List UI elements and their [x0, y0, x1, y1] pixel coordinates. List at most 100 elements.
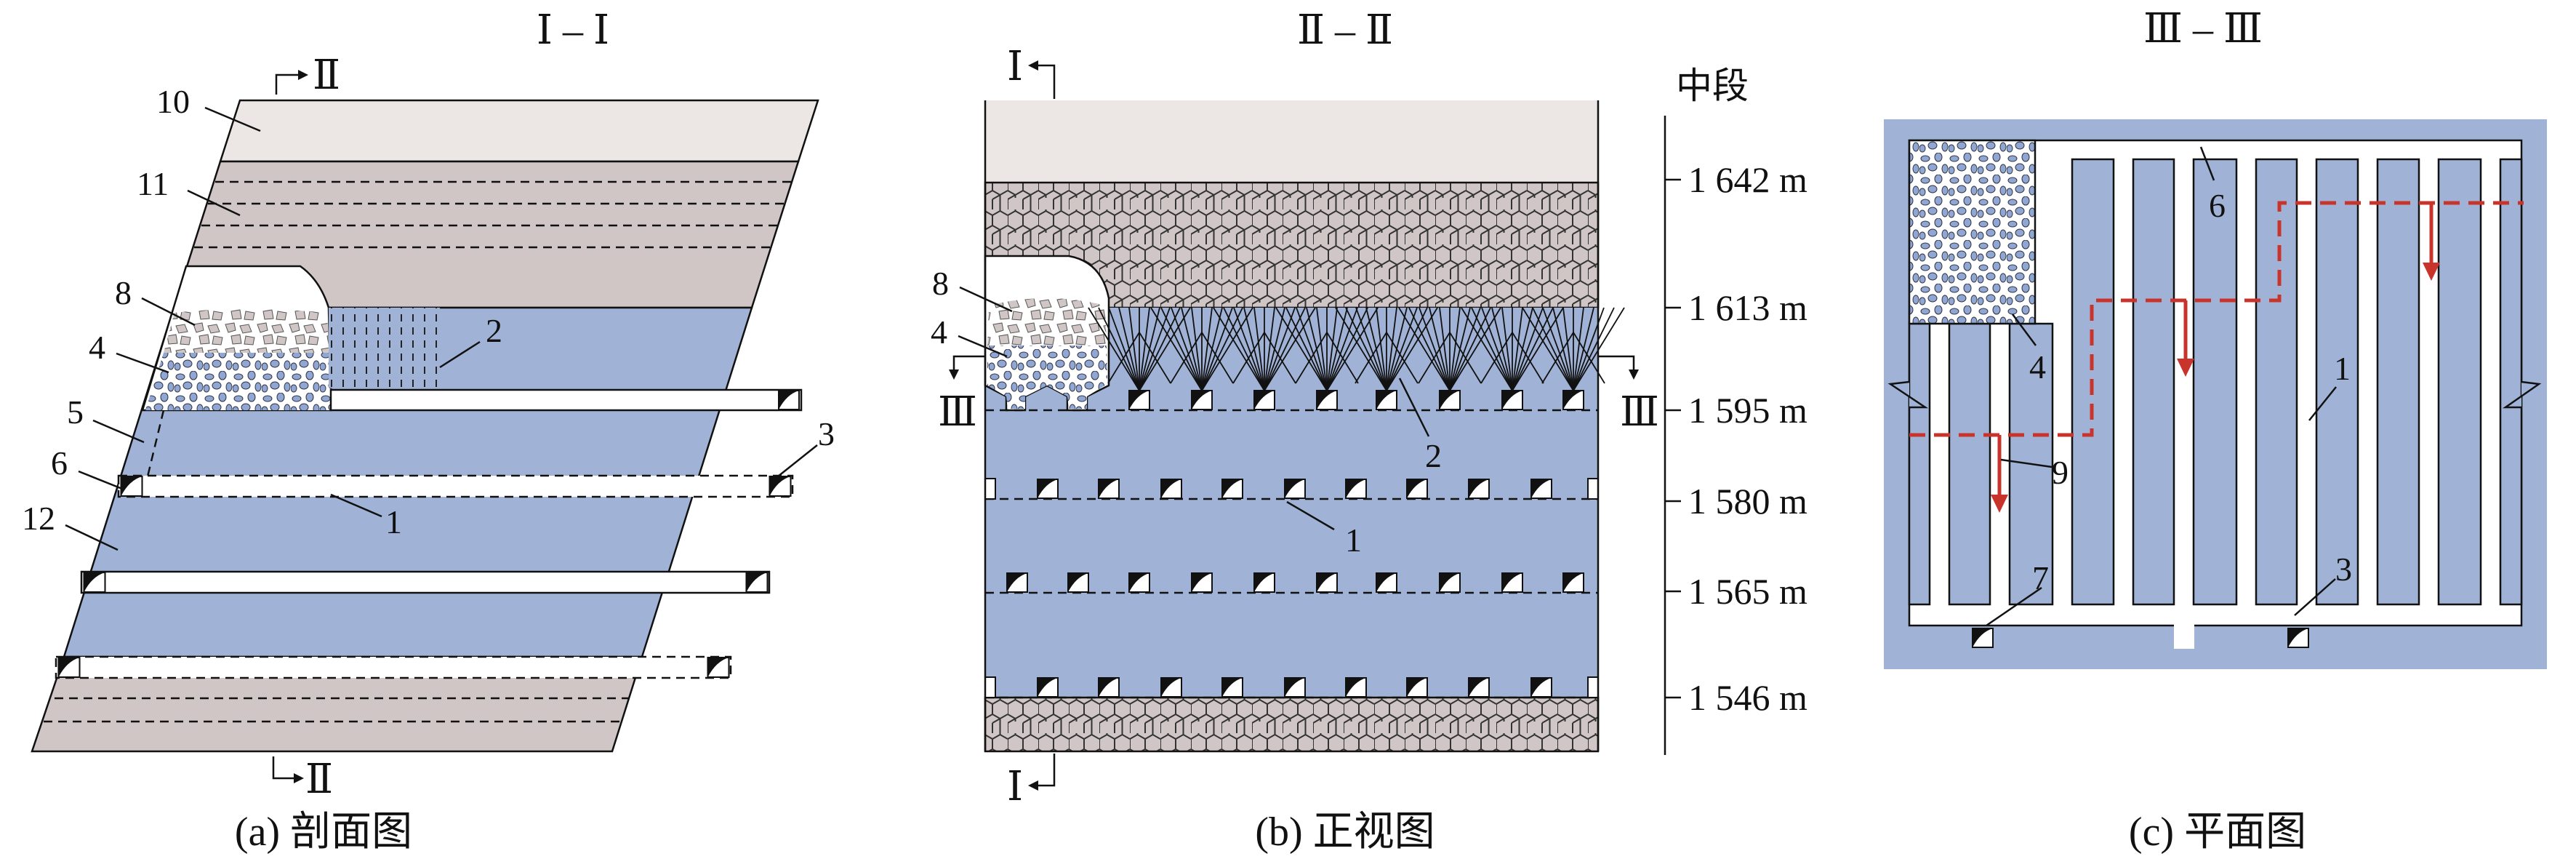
- label-6: 6: [2209, 187, 2226, 224]
- blast-boundary: [1295, 331, 1359, 384]
- arrow-down-icon: [2177, 359, 2194, 377]
- footwall-layer: [984, 696, 1600, 753]
- drawpoint-icon: [707, 657, 730, 678]
- drawpoint-icon: [83, 572, 106, 593]
- blast-hole: [1398, 307, 1450, 391]
- panel-b-title: Ⅱ – Ⅱ: [1297, 8, 1393, 53]
- drawpoint-icon: [1221, 677, 1243, 698]
- blast-hole: [1512, 307, 1564, 391]
- drawpoint-icon: [1284, 479, 1306, 499]
- drawpoint-icon: [1406, 677, 1428, 698]
- blast-hole: [1139, 307, 1181, 391]
- label-10: 10: [156, 83, 190, 120]
- blast-boundary: [1418, 331, 1482, 384]
- blast-hole: [1171, 307, 1203, 391]
- drawpoint-icon: [120, 476, 143, 497]
- drawpoint-icon: [745, 572, 769, 593]
- arrow-down-icon: [1991, 495, 2008, 513]
- label-2: 2: [486, 312, 502, 349]
- drawpoint-icon: [1406, 479, 1428, 499]
- drift-levels: [55, 388, 803, 679]
- blast-boundary: [1232, 331, 1296, 384]
- blast-boundary: [1355, 331, 1419, 384]
- drawpoint-icon: [1468, 479, 1490, 499]
- section-mark-bottom: Ⅱ: [272, 756, 333, 802]
- blast-hole: [1386, 307, 1438, 391]
- blast-hole: [1139, 307, 1171, 391]
- drawpoint-icon: [1562, 390, 1584, 410]
- drawpoint-icon: [1284, 677, 1306, 698]
- label-5: 5: [67, 393, 84, 431]
- blast-holes: [329, 308, 440, 388]
- drawpoint-icon: [1530, 677, 1552, 698]
- blast-hole: [1542, 307, 1574, 391]
- drawpoint-icon: [1221, 479, 1243, 499]
- drawpoint-icon: [1098, 677, 1120, 698]
- drift-tunnel: [80, 570, 771, 594]
- panel-c-caption: (c) 平面图: [2129, 810, 2306, 855]
- label-1: 1: [2334, 350, 2351, 387]
- section-mark-I-top: Ⅰ: [1007, 44, 1056, 99]
- drift: [80, 570, 771, 594]
- label-4: 4: [931, 313, 947, 351]
- access-opening: [2174, 624, 2194, 649]
- svg-text:Ⅰ: Ⅰ: [1007, 764, 1023, 810]
- panel-c-plan-view: Ⅲ – Ⅲ 6 4 1 9 7 3 (c) 平面图: [1884, 7, 2547, 855]
- blast-hole: [1386, 307, 1397, 391]
- drawpoint-icon: [1501, 390, 1523, 410]
- drawpoint-icon: [1439, 390, 1461, 410]
- blast-hole: [1201, 307, 1233, 391]
- blast-hole: [1386, 307, 1428, 391]
- drift-level: [985, 572, 1598, 594]
- blast-hole: [1355, 307, 1387, 391]
- blast-hole: [1253, 307, 1265, 391]
- blast-hole: [1264, 307, 1316, 391]
- blast-hole: [1108, 307, 1140, 391]
- blast-boundary: [1480, 331, 1544, 384]
- elevation-scale: 中段 1 642 m1 613 m1 595 m1 580 m1 565 m1 …: [1664, 65, 1807, 755]
- blast-hole: [1213, 307, 1265, 391]
- ore-pillar: [2315, 158, 2359, 606]
- svg-text:Ⅱ: Ⅱ: [313, 53, 340, 98]
- arrow-down-icon: [2423, 263, 2440, 281]
- blast-hole: [1296, 307, 1328, 391]
- ore-pillar: [2192, 158, 2238, 606]
- drawpoint-icon: [777, 390, 801, 410]
- drift-edge: [984, 676, 996, 698]
- drawpoint-icon: [1439, 572, 1461, 593]
- blast-hole-fan: [1088, 307, 1191, 391]
- drift: [329, 388, 803, 412]
- drawpoint-icon: [1037, 479, 1059, 499]
- label-3: 3: [2335, 551, 2352, 588]
- blast-hole: [1376, 307, 1387, 391]
- elevation-label: 1 546 m: [1688, 677, 1807, 718]
- blast-boundary: [1107, 331, 1171, 384]
- blast-hole: [1562, 307, 1574, 391]
- elevation-label: 1 642 m: [1688, 159, 1807, 200]
- blast-hole: [1408, 307, 1450, 391]
- drift-tunnel: [55, 655, 732, 679]
- drawpoint-icon: [1501, 572, 1523, 593]
- blast-hole: [1439, 307, 1450, 391]
- drift-tunnel: [329, 388, 803, 412]
- blast-hole: [1501, 307, 1513, 391]
- ore-pass-7-icon: [1972, 627, 1994, 649]
- blast-hole-fan: [1461, 307, 1564, 391]
- label-9: 9: [2052, 454, 2069, 491]
- blast-hole: [1573, 307, 1615, 391]
- blast-hole: [1316, 307, 1328, 391]
- svg-text:Ⅰ: Ⅰ: [1007, 44, 1023, 89]
- label-4: 4: [2029, 348, 2046, 385]
- section-mark-III-right: Ⅲ: [1598, 355, 1659, 435]
- blast-hole-fan: [1398, 307, 1501, 391]
- blast-hole: [1233, 307, 1265, 391]
- ore-pillar: [2255, 158, 2298, 606]
- drift-levels: [984, 390, 1599, 699]
- drift-level: [984, 676, 1599, 699]
- drawpoint-icon: [57, 657, 81, 678]
- section-mark-top: Ⅱ: [275, 53, 340, 98]
- drawpoint-icon: [1098, 479, 1120, 499]
- blast-hole: [1201, 307, 1213, 391]
- label-3: 3: [818, 415, 835, 452]
- blast-hole: [1264, 307, 1275, 391]
